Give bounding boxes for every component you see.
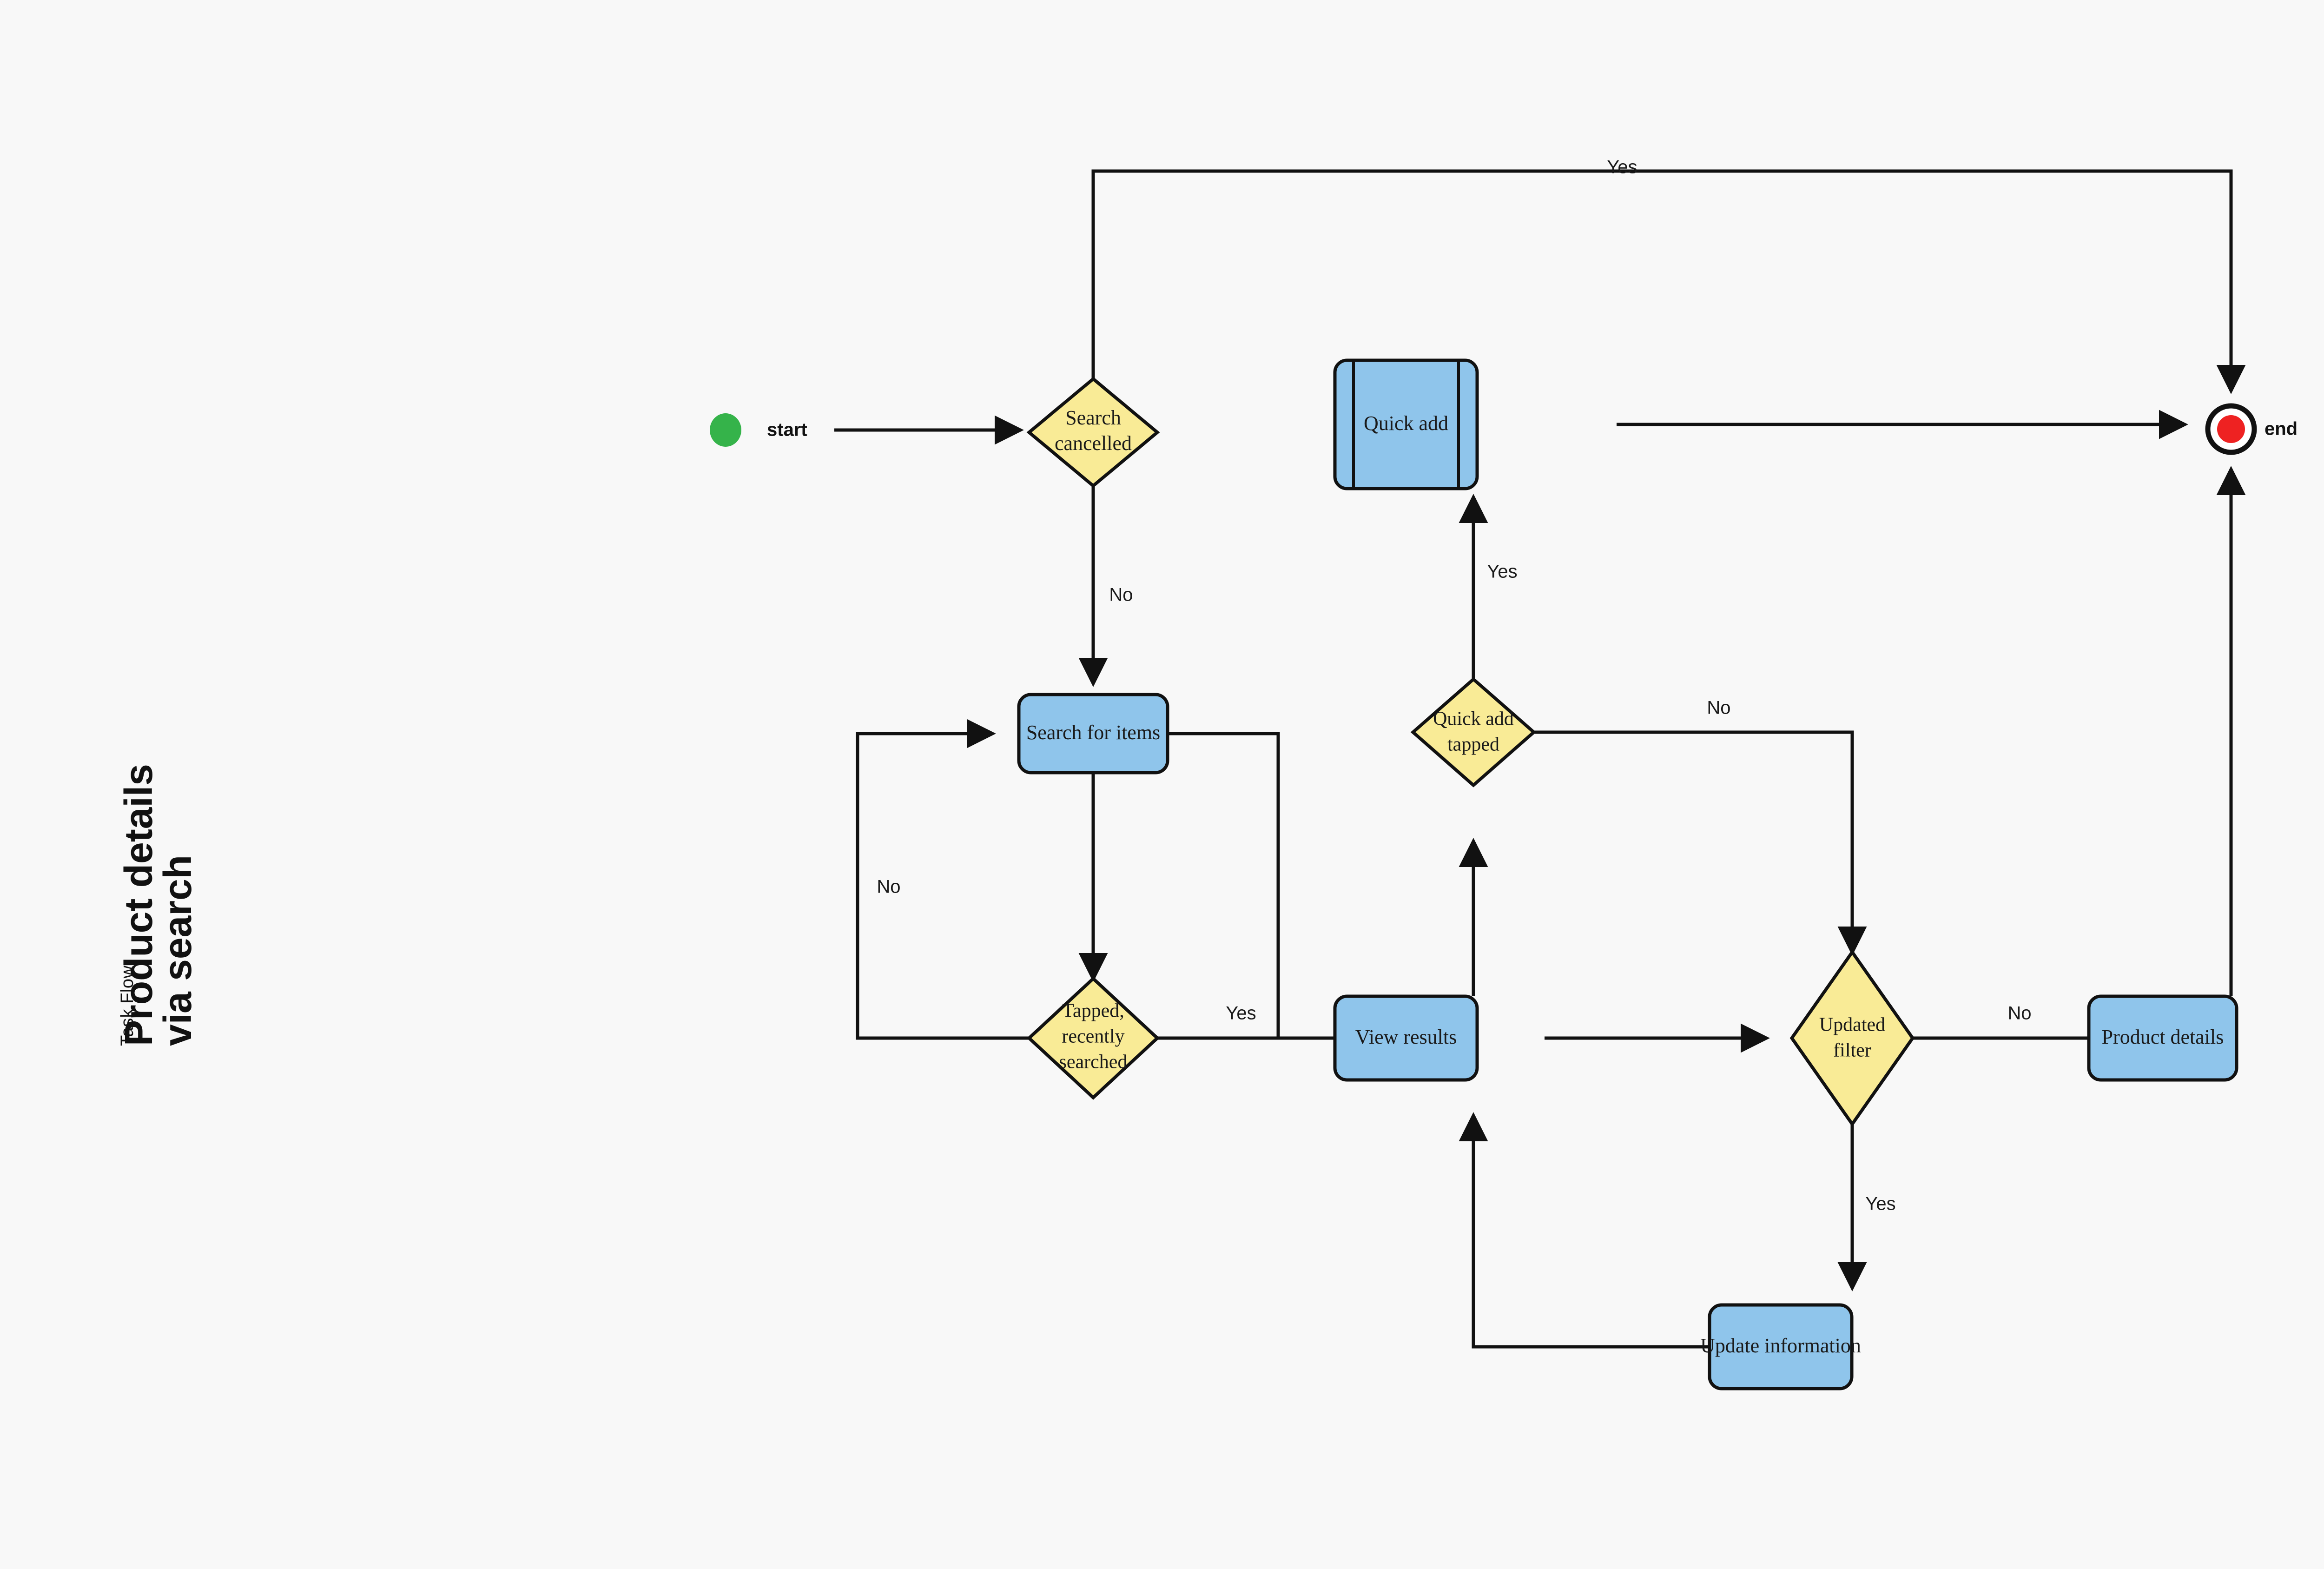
quick-add-label: Quick add — [1364, 412, 1448, 435]
node-tapped-recently-searched[interactable]: Tapped, recently searched — [1026, 976, 1160, 1100]
edge-label-no-cancelled: No — [1109, 585, 1133, 605]
update-information-label: Update information — [1700, 1334, 1861, 1357]
node-quick-add[interactable]: Quick add — [1333, 358, 1479, 490]
view-results-label: View results — [1355, 1026, 1457, 1048]
node-quick-add-tapped[interactable]: Quick add tapped — [1410, 677, 1537, 788]
end-label: end — [2265, 419, 2298, 439]
node-end[interactable]: end — [2205, 403, 2298, 455]
node-product-details[interactable]: Product details — [2087, 994, 2238, 1082]
process-rect — [1017, 693, 1169, 775]
edge-label-no-tapped-loop: No — [877, 877, 900, 897]
quick-add-tapped-label-line2: tapped — [1447, 734, 1499, 755]
edge-label-no-filter: No — [2007, 1003, 2031, 1024]
decision-diamond — [1026, 976, 1160, 1100]
edge-label-yes-quick-add: Yes — [1487, 562, 1517, 582]
decision-diamond — [1026, 377, 1160, 488]
subroutine-rect — [1333, 358, 1479, 490]
process-rect — [1708, 1303, 1854, 1390]
product-details-label: Product details — [2102, 1026, 2224, 1048]
edge-label-yes-filter: Yes — [1865, 1194, 1895, 1214]
edge-update-info-to-view-results — [1459, 1112, 1781, 1349]
decision-diamond — [1789, 949, 1915, 1127]
edge-search-cancelled-yes-to-end — [1091, 169, 2246, 394]
node-update-information[interactable]: Update information — [1700, 1303, 1861, 1390]
node-search-cancelled[interactable]: Search cancelled — [1026, 377, 1160, 488]
updated-filter-label-line2: filter — [1833, 1040, 1871, 1061]
node-search-for-items[interactable]: Search for items — [1017, 693, 1169, 775]
process-rect — [2087, 994, 2238, 1082]
edge-label-yes-top: Yes — [1607, 157, 1637, 178]
updated-filter-label-line1: Updated — [1819, 1014, 1885, 1036]
node-view-results[interactable]: View results — [1333, 994, 1479, 1082]
node-start[interactable]: start — [710, 413, 807, 447]
tapped-recent-label-line1: Tapped, — [1062, 1000, 1124, 1022]
process-rect — [1333, 994, 1479, 1082]
start-circle-icon — [710, 413, 741, 447]
tapped-recent-label-line2: recently — [1062, 1026, 1124, 1047]
search-for-items-label: Search for items — [1026, 721, 1160, 744]
decision-diamond — [1410, 677, 1537, 788]
edge-label-no-quick-add: No — [1707, 698, 1730, 718]
search-cancelled-label-line2: cancelled — [1055, 432, 1132, 455]
tapped-recent-label-line3: searched — [1059, 1052, 1128, 1073]
edge-quick-add-tapped-no-to-updated-filter — [1534, 730, 1867, 956]
edge-search-items-to-view-results — [1168, 732, 1280, 1038]
search-cancelled-label-line1: Search — [1065, 406, 1121, 429]
quick-add-tapped-label-line1: Quick add — [1433, 708, 1514, 730]
edge-label-yes-tapped: Yes — [1226, 1003, 1256, 1024]
node-updated-filter[interactable]: Updated filter — [1789, 949, 1915, 1127]
start-label: start — [767, 420, 807, 440]
end-dot-icon — [2217, 415, 2245, 443]
edge-tapped-no-to-search-items — [856, 719, 1029, 1040]
